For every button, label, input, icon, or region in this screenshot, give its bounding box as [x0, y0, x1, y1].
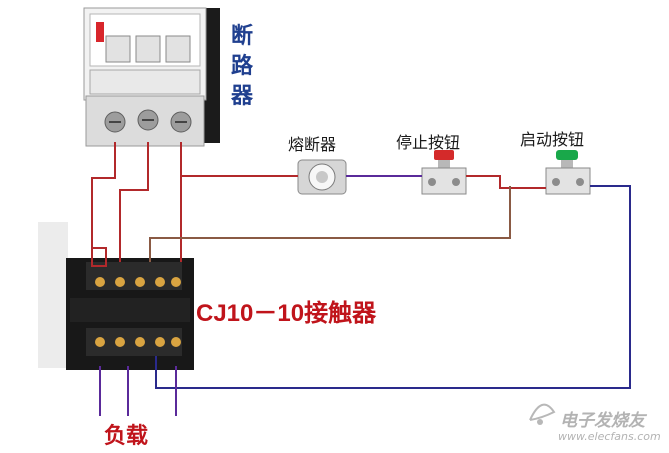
- breaker-lever-2: [135, 35, 161, 63]
- contactor-terminal-top-5: [171, 277, 181, 287]
- wire-stop-to-start: [466, 175, 546, 189]
- circuit-breaker: [83, 7, 220, 147]
- fuse-label: 熔断器: [288, 135, 337, 154]
- breaker-red-mark: [96, 22, 104, 42]
- start-button: [545, 150, 591, 195]
- start-button-screw-right: [576, 178, 584, 186]
- contactor-middle-band: [70, 298, 190, 322]
- start-button-screw-left: [552, 178, 560, 186]
- wire-start-to-coil: [155, 185, 631, 389]
- stop-button-label: 停止按钮: [396, 133, 461, 152]
- contactor-terminal-bottom-3: [135, 337, 145, 347]
- breaker-label: 断路器: [230, 24, 253, 109]
- contactor-terminal-bottom-4: [155, 337, 165, 347]
- contactor-terminal-bottom-5: [171, 337, 181, 347]
- load-label: 负载: [104, 424, 149, 449]
- contactor-terminal-top-1: [95, 277, 105, 287]
- start-button-label: 启动按钮: [520, 130, 585, 149]
- stop-button-screw-left: [428, 178, 436, 186]
- watermark-url: www.elecfans.com: [558, 430, 661, 443]
- wire-breaker-l2-to-contactor: [119, 142, 149, 262]
- contactor-terminal-bottom-1: [95, 337, 105, 347]
- contactor-label: CJ10－10接触器: [196, 300, 377, 327]
- fuse-center: [316, 171, 328, 183]
- stop-button-cap: [434, 150, 454, 160]
- start-button-stem: [561, 160, 573, 168]
- breaker-middle-band: [89, 69, 201, 95]
- contactor-terminal-top-4: [155, 277, 165, 287]
- breaker-lever-1: [105, 35, 131, 63]
- wires: [91, 142, 631, 416]
- wire-loop: [91, 247, 107, 267]
- stop-button-screw-right: [452, 178, 460, 186]
- contactor-shadow: [38, 222, 68, 368]
- watermark-name: 电子发烧友: [560, 411, 645, 431]
- contactor-terminal-bottom-2: [115, 337, 125, 347]
- fuse: [297, 159, 347, 195]
- breaker-lever-3: [165, 35, 191, 63]
- wire-hold-to-contactor: [149, 186, 511, 262]
- contactor-terminal-top-2: [115, 277, 125, 287]
- contactor-terminal-top-3: [135, 277, 145, 287]
- contactor: [38, 222, 194, 370]
- stop-button: [421, 150, 467, 195]
- start-button-cap: [556, 150, 578, 160]
- wire-breaker-l1-to-contactor: [91, 142, 116, 262]
- watermark-logo-icon: [529, 403, 556, 425]
- stop-button-stem: [438, 160, 450, 168]
